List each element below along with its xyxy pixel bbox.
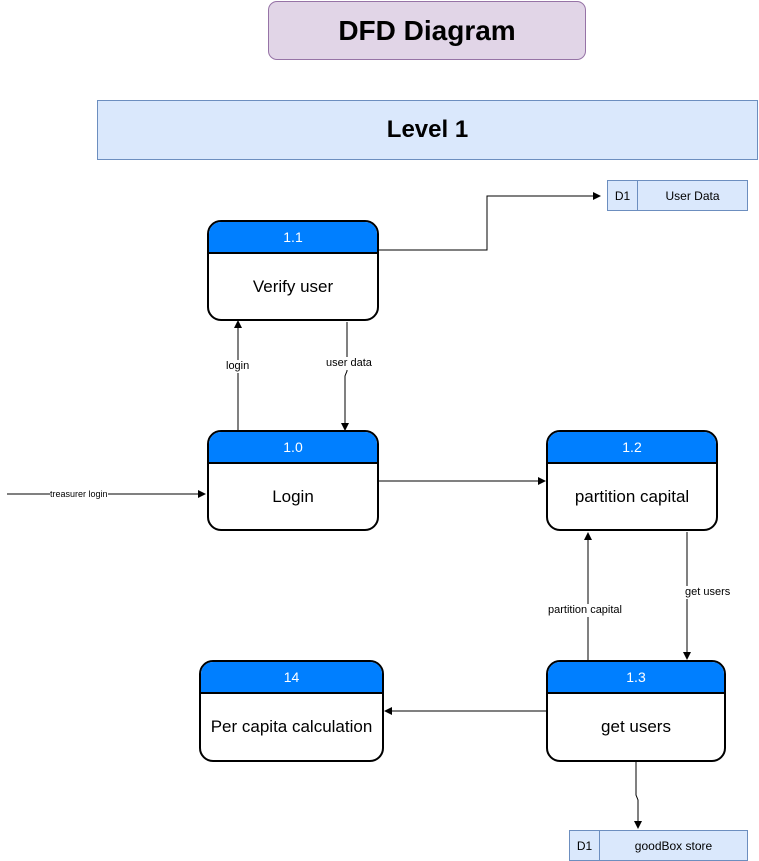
process-id: 1.1 <box>209 222 377 254</box>
datastore-label: goodBox store <box>634 838 713 853</box>
flow-verify-to-userdata <box>378 192 601 251</box>
process-verify-user[interactable]: 1.1 Verify user <box>207 220 379 321</box>
flow-label-treasurer-login: treasurer login <box>50 488 108 501</box>
process-label: Per capita calculation <box>210 717 373 736</box>
datastore-label: User Data <box>665 188 720 203</box>
process-get-users[interactable]: 1.3 get users <box>546 660 726 762</box>
flow-label-get-users: get users <box>685 586 731 599</box>
diagram-title: DFD Diagram <box>268 1 586 60</box>
datastore-id: D1 <box>570 831 600 860</box>
flow-label-partition-capital: partition capital <box>548 604 622 617</box>
flow-label-login: login <box>226 360 250 373</box>
datastore-goodbox-store[interactable]: D1 goodBox store <box>569 830 748 861</box>
process-label: get users <box>601 717 671 736</box>
process-per-capita-calculation[interactable]: 14 Per capita calculation <box>199 660 384 762</box>
process-id: 1.2 <box>548 432 716 464</box>
process-id: 14 <box>201 662 382 694</box>
datastore-user-data[interactable]: D1 User Data <box>607 180 748 211</box>
process-id: 1.3 <box>548 662 724 694</box>
process-login[interactable]: 1.0 Login <box>207 430 379 531</box>
process-label: Verify user <box>252 276 334 296</box>
process-partition-capital[interactable]: 1.2 partition capital <box>546 430 718 531</box>
flow-getusers-to-store <box>634 762 642 829</box>
datastore-id: D1 <box>608 181 638 210</box>
flow-userdata-down <box>341 322 349 431</box>
process-label: Login <box>272 486 314 506</box>
level-banner: Level 1 <box>97 100 758 160</box>
flow-label-user-data: user data <box>326 357 372 370</box>
process-id: 1.0 <box>209 432 377 464</box>
process-label: partition capital <box>574 486 690 506</box>
